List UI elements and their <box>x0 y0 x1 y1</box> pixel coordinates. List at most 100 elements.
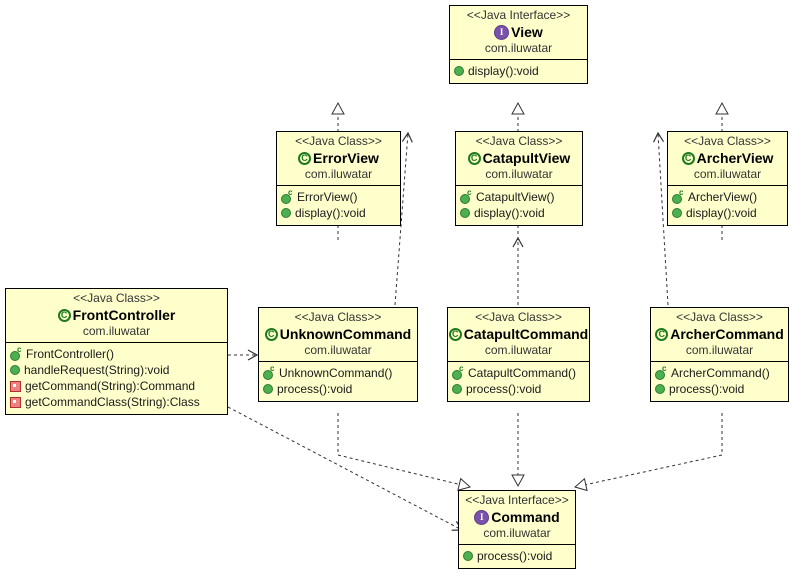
class-box-errorview[interactable]: <<Java Class>> C ErrorView com.iluwatar … <box>276 131 401 226</box>
class-box-catapultview[interactable]: <<Java Class>> C CatapultView com.iluwat… <box>455 131 583 226</box>
member-label: process():void <box>477 549 553 563</box>
member-label: handleRequest(String):void <box>24 363 170 377</box>
view-title-row: I View <box>456 23 581 41</box>
archerview-name: ArcherView <box>696 150 774 166</box>
class-box-catapultcommand[interactable]: <<Java Class>> C CatapultCommand com.ilu… <box>447 307 590 402</box>
class-icon: C <box>448 327 462 341</box>
unknowncommand-title-row: C UnknownCommand <box>264 325 412 343</box>
unknowncommand-stereotype: <<Java Class>> <box>294 310 382 324</box>
view-name: View <box>511 24 543 40</box>
catapultview-header: <<Java Class>> C CatapultView com.iluwat… <box>456 132 582 185</box>
view-header: <<Java Interface>> I View com.iluwatar <box>450 6 587 59</box>
errorview-title-row: C ErrorView <box>283 149 394 167</box>
member-row: c CatapultView() <box>460 188 578 205</box>
class-icon: C <box>655 327 669 341</box>
public-method-icon <box>452 384 462 394</box>
divider <box>448 361 589 362</box>
command-header: <<Java Interface>> I Command com.iluwata… <box>459 491 575 544</box>
catapultcommand-package: com.iluwatar <box>484 343 553 357</box>
member-row: display():void <box>672 205 783 221</box>
catapultcommand-members: c CatapultCommand() process():void <box>448 362 589 401</box>
member-label: process():void <box>669 382 745 396</box>
errorview-package: com.iluwatar <box>304 167 373 181</box>
member-row: c FrontController() <box>10 345 223 362</box>
catapultview-members: c CatapultView() display():void <box>456 186 582 225</box>
frontcontroller-stereotype: <<Java Class>> <box>73 291 160 305</box>
frontcontroller-title-row: C FrontController <box>12 306 221 324</box>
divider <box>668 185 787 186</box>
member-row: c ArcherView() <box>672 188 783 205</box>
divider <box>651 361 788 362</box>
divider <box>259 361 417 362</box>
member-label: ArcherView() <box>688 190 758 204</box>
errorview-name: ErrorView <box>313 150 379 166</box>
edge-unknowncommand-realizes-command <box>337 413 472 491</box>
constructor-icon: c <box>281 188 294 204</box>
member-row: c CatapultCommand() <box>452 364 585 381</box>
frontcontroller-members: c FrontController() handleRequest(String… <box>6 343 227 414</box>
member-row: c ErrorView() <box>281 188 396 205</box>
command-stereotype: <<Java Interface>> <box>465 493 569 507</box>
member-row: handleRequest(String):void <box>10 362 223 378</box>
catapultcommand-name: CatapultCommand <box>463 326 589 342</box>
command-title-row: I Command <box>465 508 569 526</box>
archerview-package: com.iluwatar <box>693 167 762 181</box>
errorview-members: c ErrorView() display():void <box>277 186 400 225</box>
command-package: com.iluwatar <box>483 526 551 540</box>
edge-frontcontroller-depends-command <box>227 406 464 531</box>
class-icon: C <box>57 308 71 322</box>
divider <box>456 185 582 186</box>
member-label: getCommandClass(String):Class <box>25 395 200 409</box>
member-label: process():void <box>466 382 542 396</box>
member-label: ArcherCommand() <box>671 366 770 380</box>
public-method-icon <box>281 208 291 218</box>
frontcontroller-header: <<Java Class>> C FrontController com.ilu… <box>6 289 227 342</box>
public-method-icon <box>10 365 20 375</box>
errorview-stereotype: <<Java Class>> <box>295 134 382 148</box>
public-method-icon <box>655 384 665 394</box>
command-members: process():void <box>459 545 575 568</box>
member-label: display():void <box>474 206 545 220</box>
member-label: display():void <box>468 64 539 78</box>
constructor-icon: c <box>263 364 276 380</box>
view-package: com.iluwatar <box>484 41 553 55</box>
member-row: getCommandClass(String):Class <box>10 394 223 410</box>
class-icon: C <box>264 327 278 341</box>
public-method-icon <box>463 551 473 561</box>
catapultview-title-row: C CatapultView <box>462 149 576 167</box>
constructor-icon: c <box>672 188 685 204</box>
member-row: getCommand(String):Command <box>10 378 223 394</box>
view-stereotype: <<Java Interface>> <box>466 8 571 22</box>
class-box-archercommand[interactable]: <<Java Class>> C ArcherCommand com.iluwa… <box>650 307 789 402</box>
archerview-members: c ArcherView() display():void <box>668 186 787 225</box>
class-box-command[interactable]: <<Java Interface>> I Command com.iluwata… <box>458 490 576 569</box>
divider <box>6 342 227 343</box>
edge-archercommand-realizes-command <box>573 413 723 492</box>
class-box-unknowncommand[interactable]: <<Java Class>> C UnknownCommand com.iluw… <box>258 307 418 402</box>
frontcontroller-package: com.iluwatar <box>82 324 151 338</box>
view-members: display():void <box>450 60 587 83</box>
archercommand-package: com.iluwatar <box>685 343 754 357</box>
divider <box>459 544 575 545</box>
member-row: display():void <box>454 63 583 79</box>
public-method-icon <box>672 208 682 218</box>
member-row: display():void <box>460 205 578 221</box>
interface-icon: I <box>474 509 490 525</box>
unknowncommand-members: c UnknownCommand() process():void <box>259 362 417 401</box>
member-row: process():void <box>463 548 571 564</box>
class-box-view[interactable]: <<Java Interface>> I View com.iluwatar d… <box>449 5 588 84</box>
class-icon: C <box>298 151 312 165</box>
divider <box>450 59 587 60</box>
archercommand-title-row: C ArcherCommand <box>655 325 784 343</box>
catapultcommand-header: <<Java Class>> C CatapultCommand com.ilu… <box>448 308 589 361</box>
class-box-archerview[interactable]: <<Java Class>> C ArcherView com.iluwatar… <box>667 131 788 226</box>
member-label: CatapultCommand() <box>468 366 577 380</box>
member-row: process():void <box>263 381 413 397</box>
unknowncommand-name: UnknownCommand <box>279 326 412 342</box>
public-method-icon <box>460 208 470 218</box>
archercommand-stereotype: <<Java Class>> <box>676 310 763 324</box>
member-label: display():void <box>295 206 366 220</box>
archerview-stereotype: <<Java Class>> <box>684 134 771 148</box>
catapultview-package: com.iluwatar <box>485 167 553 181</box>
class-box-frontcontroller[interactable]: <<Java Class>> C FrontController com.ilu… <box>5 288 228 415</box>
